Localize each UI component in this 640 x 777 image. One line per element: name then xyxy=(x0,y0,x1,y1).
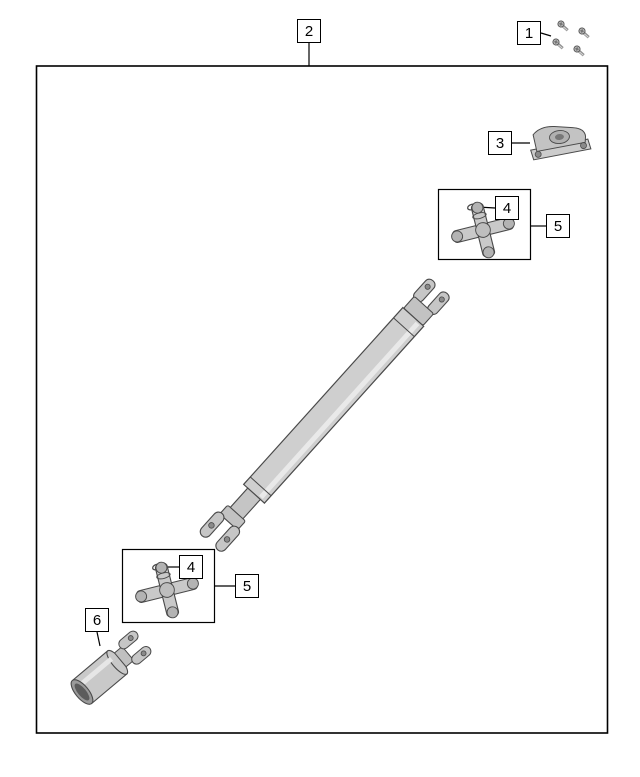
u-joint-lower-box xyxy=(121,548,216,624)
callout-2[interactable]: 2 xyxy=(297,19,321,43)
drive-shaft-part xyxy=(199,278,450,552)
callout-5-upper[interactable]: 5 xyxy=(546,214,570,238)
leader-line-1 xyxy=(540,32,552,37)
center-bearing-bracket-part xyxy=(530,126,592,161)
u-joint-upper-box xyxy=(437,188,532,261)
screws-part xyxy=(550,18,592,57)
callout-3[interactable]: 3 xyxy=(488,131,512,155)
screw-icon xyxy=(571,43,587,57)
callout-4-upper[interactable]: 4 xyxy=(495,196,519,220)
slip-yoke-part xyxy=(70,630,152,705)
callout-4-lower[interactable]: 4 xyxy=(179,555,203,579)
screw-icon xyxy=(576,25,592,39)
leader-line-6 xyxy=(96,631,101,647)
callout-1[interactable]: 1 xyxy=(517,21,541,45)
screw-icon xyxy=(550,36,566,50)
screw-icon xyxy=(555,18,571,32)
callout-5-lower[interactable]: 5 xyxy=(235,574,259,598)
callout-6[interactable]: 6 xyxy=(85,608,109,632)
